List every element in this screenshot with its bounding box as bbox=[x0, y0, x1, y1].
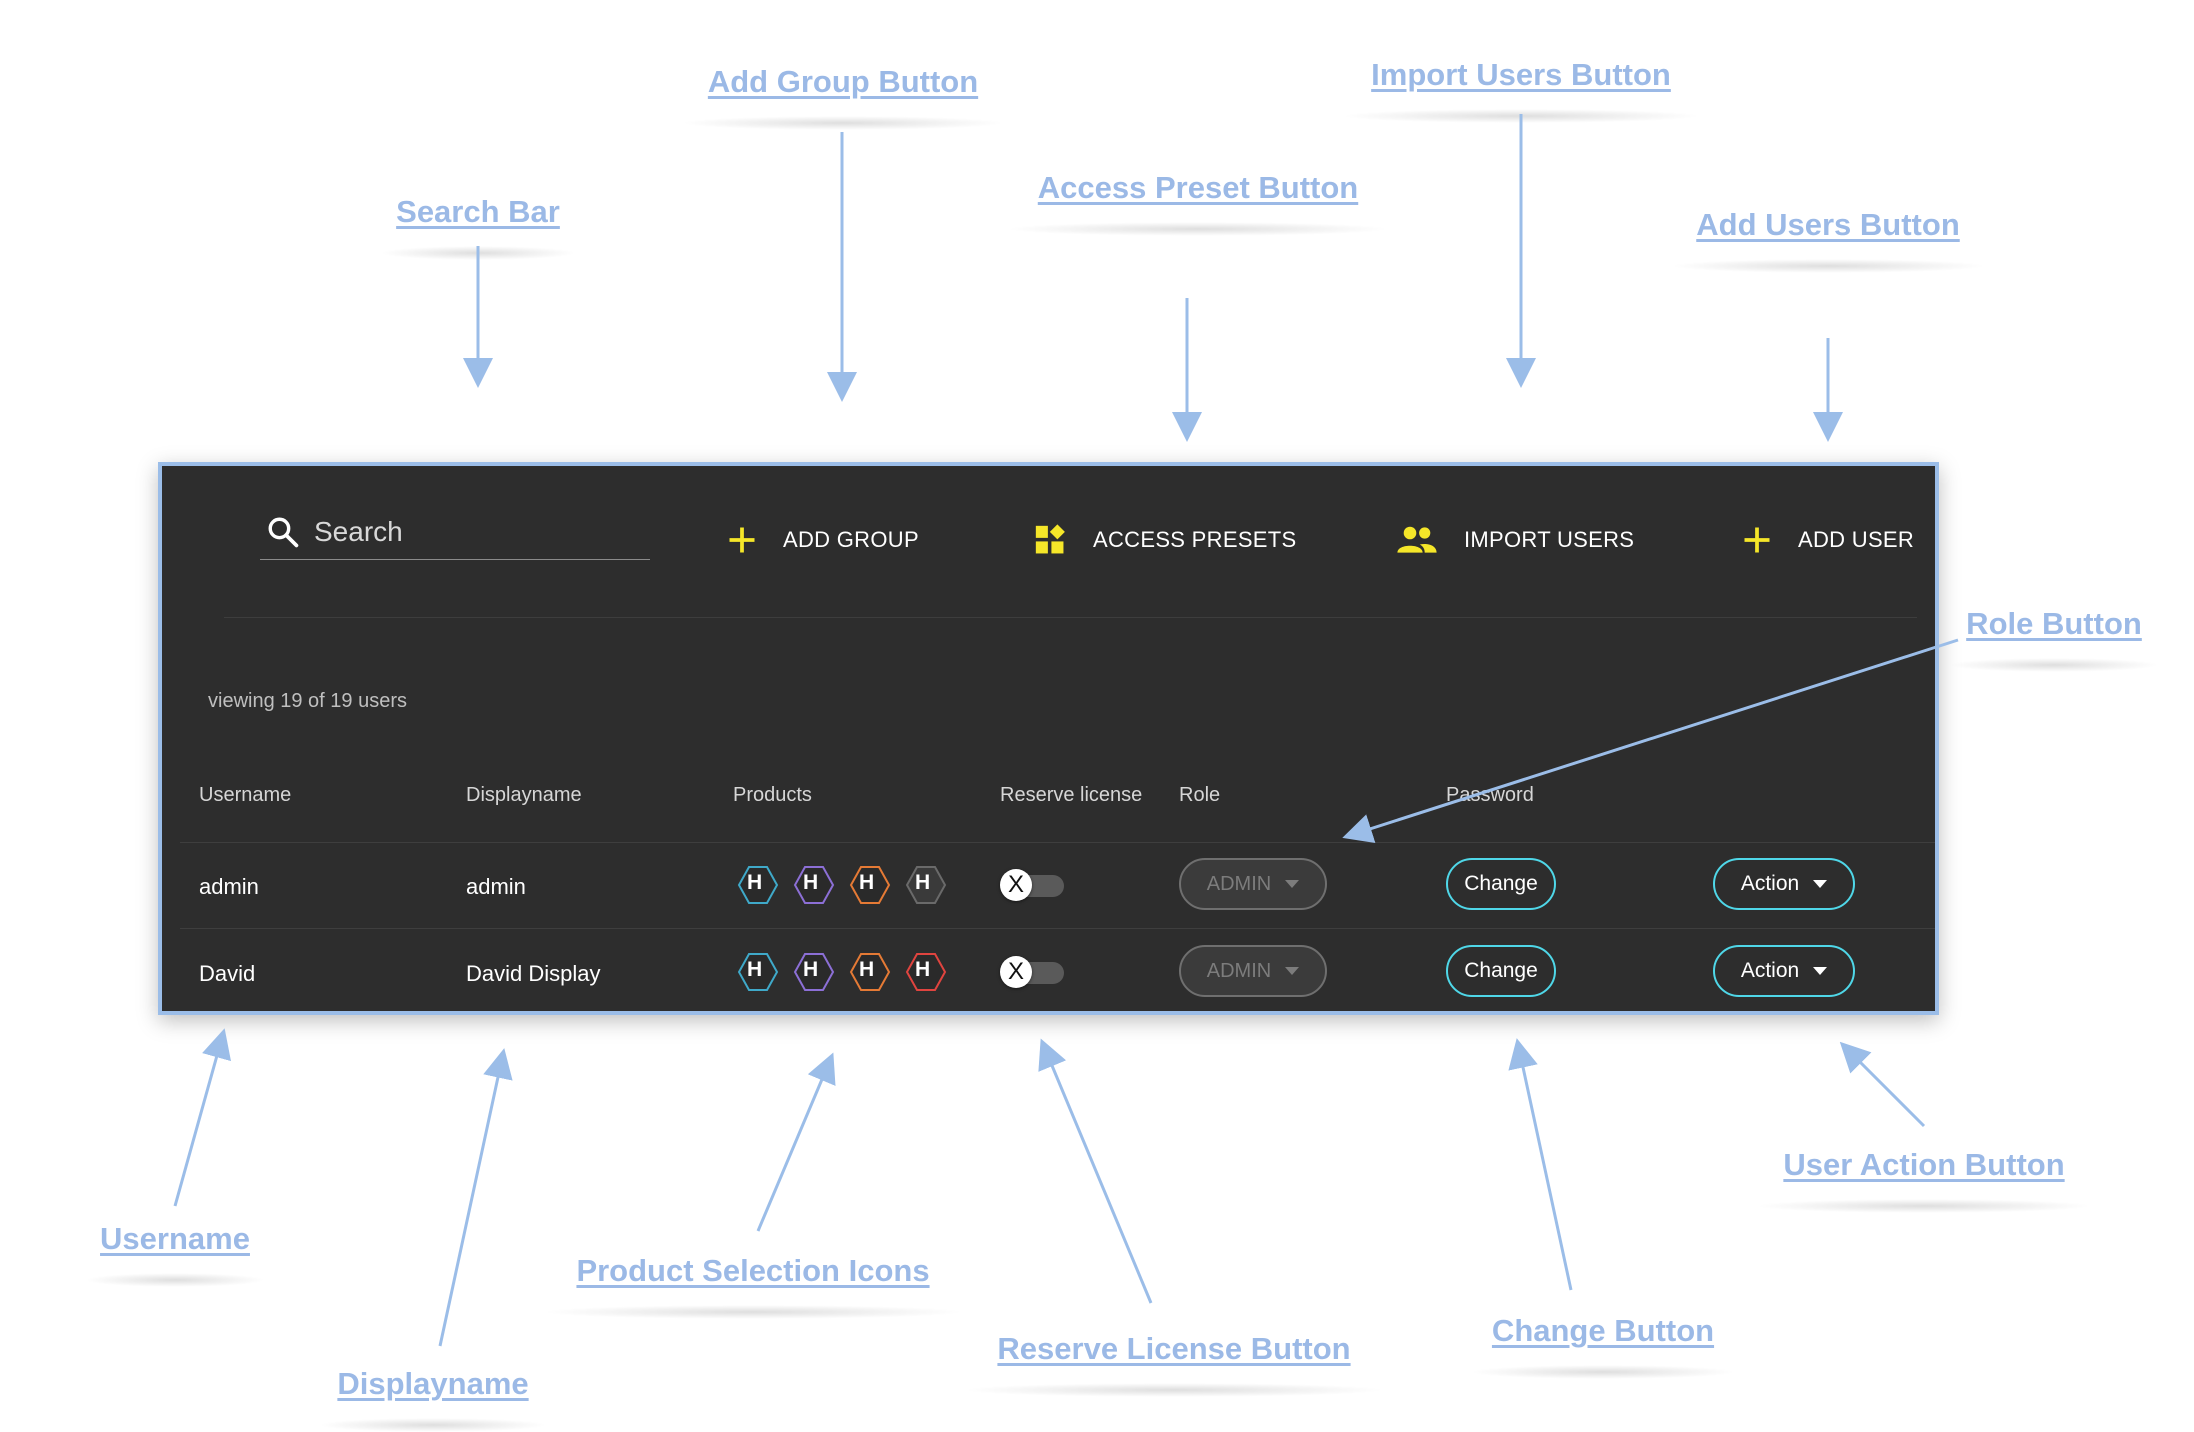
callout-import-users-button[interactable]: Import Users Button bbox=[1341, 57, 1701, 123]
import-users-label: IMPORT USERS bbox=[1464, 527, 1635, 552]
widgets-icon bbox=[1035, 524, 1065, 554]
action-label: Action bbox=[1740, 872, 1800, 895]
access-presets-label: ACCESS PRESETS bbox=[1093, 527, 1297, 552]
arrow-username bbox=[173, 1028, 231, 1207]
user-action-button[interactable]: Action bbox=[1713, 858, 1855, 910]
username-cell: admin bbox=[199, 874, 259, 899]
change-label: Change bbox=[1464, 959, 1538, 982]
displayname-cell: David Display bbox=[466, 961, 601, 986]
callout-add-users-button[interactable]: Add Users Button bbox=[1669, 207, 1986, 273]
role-label: ADMIN bbox=[1206, 872, 1272, 895]
header-password: Password bbox=[1446, 784, 1534, 806]
search-icon bbox=[268, 517, 299, 547]
header-products: Products bbox=[733, 784, 812, 806]
product-hc-icon[interactable]: H bbox=[849, 951, 891, 993]
access-presets-button[interactable]: ACCESS PRESETS bbox=[1033, 510, 1296, 570]
header-username: Username bbox=[199, 784, 292, 806]
role-button[interactable]: ADMIN bbox=[1179, 858, 1327, 910]
callout-change-button[interactable]: Change Button bbox=[1469, 1313, 1737, 1379]
plus-icon bbox=[1744, 527, 1770, 553]
product-hk-icon[interactable]: H bbox=[905, 951, 947, 993]
username-cell: David bbox=[199, 961, 256, 986]
header-reserve-license: Reserve license bbox=[1000, 784, 1143, 806]
role-label: ADMIN bbox=[1206, 959, 1272, 982]
callout-displayname[interactable]: Displayname bbox=[318, 1366, 549, 1432]
arrow-user-action bbox=[1839, 1041, 1926, 1128]
arrow-change bbox=[1508, 1038, 1573, 1291]
product-hx-icon[interactable]: H bbox=[737, 951, 779, 993]
search-bar[interactable] bbox=[260, 504, 650, 560]
callout-search-bar[interactable]: Search Bar bbox=[379, 194, 576, 260]
callout-user-action-button[interactable]: User Action Button bbox=[1755, 1147, 2094, 1213]
search-input[interactable] bbox=[312, 514, 632, 549]
user-count-text: viewing 19 of 19 users bbox=[208, 690, 408, 712]
callout-add-group-button[interactable]: Add Group Button bbox=[680, 64, 1006, 130]
callout-username[interactable]: Username bbox=[85, 1221, 265, 1287]
caret-down-icon bbox=[1285, 880, 1300, 888]
row-divider bbox=[180, 928, 1935, 929]
add-group-label: ADD GROUP bbox=[783, 527, 919, 552]
reserve-license-toggle[interactable]: X bbox=[1000, 869, 1064, 901]
caret-down-icon bbox=[1813, 880, 1828, 888]
arrow-product-icons bbox=[756, 1052, 836, 1232]
header-displayname: Displayname bbox=[466, 784, 582, 806]
displayname-cell: admin bbox=[466, 874, 526, 899]
callout-reserve-license-button[interactable]: Reserve License Button bbox=[962, 1331, 1387, 1397]
product-hk-icon[interactable]: H bbox=[905, 864, 947, 906]
product-hx-icon[interactable]: H bbox=[737, 864, 779, 906]
product-ho-icon[interactable]: H bbox=[793, 951, 835, 993]
header-row-divider bbox=[180, 842, 1935, 843]
change-label: Change bbox=[1464, 872, 1538, 895]
callout-product-selection-icons[interactable]: Product Selection Icons bbox=[541, 1253, 966, 1319]
caret-down-icon bbox=[1813, 967, 1828, 975]
add-user-button[interactable]: ADD USER bbox=[1742, 510, 1914, 570]
plus-icon bbox=[729, 527, 755, 553]
toggle-knob: X bbox=[1000, 869, 1032, 901]
reserve-license-toggle[interactable]: X bbox=[1000, 956, 1064, 988]
toggle-knob: X bbox=[1000, 956, 1032, 988]
change-password-button[interactable]: Change bbox=[1446, 858, 1556, 910]
add-user-label: ADD USER bbox=[1798, 527, 1915, 552]
import-users-button[interactable]: IMPORT USERS bbox=[1396, 510, 1634, 570]
product-hc-icon[interactable]: H bbox=[849, 864, 891, 906]
role-button[interactable]: ADMIN bbox=[1179, 945, 1327, 997]
callout-role-button[interactable]: Role Button bbox=[1948, 606, 2159, 672]
callout-access-preset-button[interactable]: Access Preset Button bbox=[1005, 170, 1391, 236]
action-label: Action bbox=[1740, 959, 1800, 982]
header-role: Role bbox=[1179, 784, 1221, 806]
user-management-panel: ADD GROUP ACCESS PRESETS IMPORT USERS AD… bbox=[158, 462, 1939, 1015]
arrow-reserve-license bbox=[1038, 1038, 1153, 1304]
add-group-button[interactable]: ADD GROUP bbox=[727, 510, 919, 570]
people-icon bbox=[1397, 526, 1437, 553]
arrow-displayname bbox=[438, 1048, 513, 1347]
toolbar-divider bbox=[224, 617, 1917, 618]
product-ho-icon[interactable]: H bbox=[793, 864, 835, 906]
user-action-button[interactable]: Action bbox=[1713, 945, 1855, 997]
change-password-button[interactable]: Change bbox=[1446, 945, 1556, 997]
caret-down-icon bbox=[1285, 967, 1300, 975]
